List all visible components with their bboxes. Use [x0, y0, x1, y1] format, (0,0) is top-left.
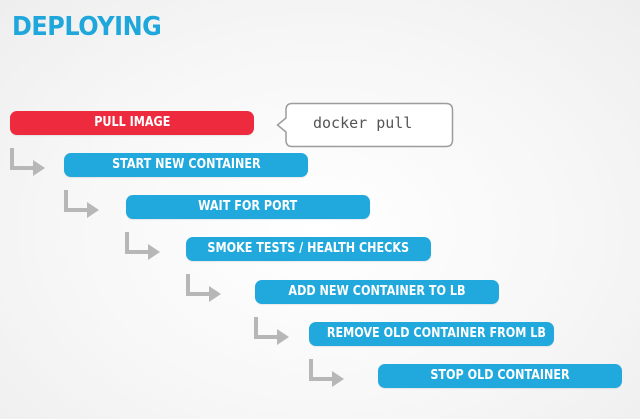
step-add-new-container-to-lb: ADD NEW CONTAINER TO LB — [255, 280, 499, 304]
step-pull-image: PULL IMAGE — [10, 111, 254, 135]
step-label: START NEW CONTAINER — [111, 157, 261, 172]
connector-arrow-icon — [186, 274, 221, 302]
step-label: SMOKE TESTS / HEALTH CHECKS — [207, 241, 410, 256]
speech-bubble — [276, 102, 454, 148]
callout-command: docker pull — [313, 114, 413, 132]
step-stop-old-container: STOP OLD CONTAINER — [378, 364, 622, 388]
step-wait-for-port: WAIT FOR PORT — [126, 195, 370, 219]
step-label: REMOVE OLD CONTAINER FROM LB — [326, 326, 546, 341]
step-label: WAIT FOR PORT — [198, 199, 298, 214]
connector-arrow-icon — [125, 232, 160, 260]
step-start-new-container: START NEW CONTAINER — [64, 153, 308, 177]
slide-title: DEPLOYING — [12, 12, 162, 42]
step-label: STOP OLD CONTAINER — [430, 368, 570, 383]
step-remove-old-container-from-lb: REMOVE OLD CONTAINER FROM LB — [309, 322, 554, 346]
connector-arrow-icon — [309, 359, 344, 387]
step-smoke-tests: SMOKE TESTS / HEALTH CHECKS — [186, 237, 431, 261]
connector-arrow-icon — [10, 148, 45, 176]
step-label: PULL IMAGE — [93, 115, 171, 130]
connector-arrow-icon — [64, 190, 99, 218]
step-label: ADD NEW CONTAINER TO LB — [288, 284, 466, 299]
connector-arrow-icon — [254, 317, 289, 345]
